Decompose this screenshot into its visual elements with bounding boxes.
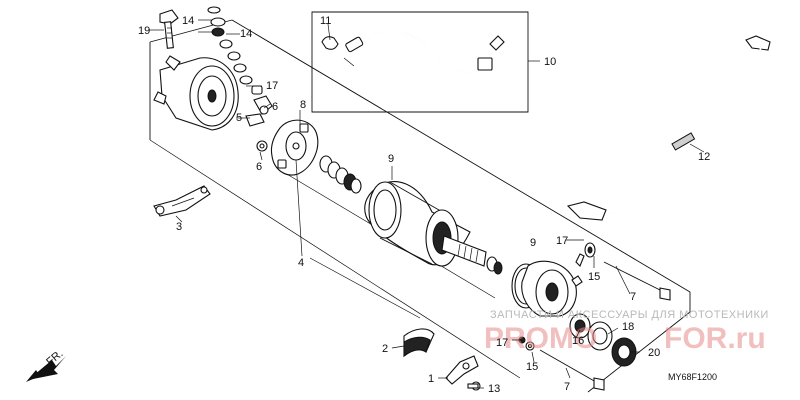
callout-2: 2 (382, 343, 388, 355)
callout-15: 15 (588, 271, 600, 283)
leader-lines (148, 19, 705, 389)
thrust-washers (319, 155, 362, 194)
callout-17: 17 (266, 80, 278, 92)
callout-12: 12 (698, 151, 710, 163)
starter-cable (321, 30, 505, 74)
callout-10: 10 (544, 56, 556, 68)
callout-7: 7 (564, 381, 570, 393)
nuts-and-washers (207, 6, 253, 85)
callout-1: 1 (428, 373, 434, 385)
callout-18: 18 (622, 321, 634, 333)
watermark-brand-right: FOR.ru (664, 322, 766, 355)
callout-20: 20 (648, 347, 660, 359)
terminal-and-bolt (445, 355, 481, 391)
callout-6: 6 (256, 161, 262, 173)
callout-9: 9 (388, 153, 394, 165)
callout-11: 11 (320, 15, 331, 27)
callout-14: 14 (240, 28, 252, 40)
armature-shaft (441, 235, 503, 275)
callout-8: 8 (300, 99, 306, 111)
callout-17: 17 (556, 235, 568, 247)
callout-4: 4 (298, 257, 304, 269)
brush-plate (270, 119, 319, 176)
callout-14: 14 (182, 15, 194, 27)
callout-17: 17 (496, 337, 508, 349)
starter-front-cover (153, 55, 239, 131)
starter-rear-cover (521, 253, 585, 317)
battery-cable (566, 35, 771, 221)
through-bolts (539, 261, 671, 391)
callout-13: 13 (488, 383, 500, 395)
brush-holder-parts (245, 85, 273, 152)
callout-15: 15 (526, 361, 538, 373)
callout-5: 5 (236, 112, 242, 124)
cable-box-outline (311, 11, 540, 113)
insulator-shim (403, 328, 435, 358)
callout-3: 3 (176, 221, 182, 233)
watermark: ЗАПЧАСТИ И АКСЕССУАРЫ ДЛЯ МОТОТЕХНИКИ PR… (484, 309, 769, 355)
diagram-code: MY68F1200 (668, 372, 717, 382)
callout-9: 9 (530, 237, 536, 249)
callout-16: 16 (572, 335, 584, 347)
mounting-bolt (159, 9, 179, 49)
callout-6: 6 (272, 101, 278, 113)
mounting-bracket (153, 185, 211, 217)
watermark-caption: ЗАПЧАСТИ И АКСЕССУАРЫ ДЛЯ МОТОТЕХНИКИ (490, 309, 769, 321)
front-direction-arrow: FR. (26, 348, 66, 382)
watermark-brand-left: PROMO (484, 322, 597, 355)
callout-7: 7 (630, 291, 636, 303)
seals-and-bearing (569, 313, 637, 367)
callout-labels: 19 14 14 17 5 6 6 8 9 3 4 11 10 12 9 17 … (138, 15, 710, 395)
callout-19: 19 (138, 25, 150, 37)
